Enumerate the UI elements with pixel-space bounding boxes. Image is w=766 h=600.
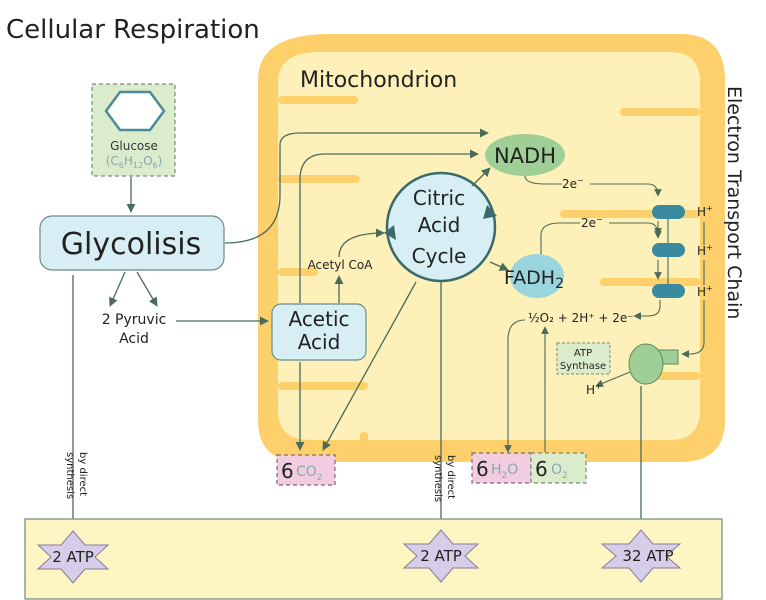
etc-to-oxygen-arrow	[633, 300, 661, 320]
star-icon-left	[36, 530, 110, 584]
co2-coefficient: 6	[281, 459, 294, 483]
acetic-label-line1: Acetic	[288, 307, 349, 331]
citric-acid-cycle-circle	[385, 171, 497, 283]
atp-synthase-icon	[628, 343, 679, 385]
atp-left-label: 2 ATP	[52, 548, 94, 566]
citric-to-co2-arrow	[322, 281, 417, 451]
cycle-arrowhead-left	[384, 225, 396, 240]
fadh-electron-line-a	[540, 222, 580, 254]
nadh-label: NADH	[494, 144, 556, 168]
glycolysis-to-pyruvic-arrow-left	[109, 271, 126, 307]
oxygen-to-water-arrow	[504, 319, 526, 453]
membrane-protein-icon-3	[652, 284, 685, 298]
citric-to-nadh-arrow	[471, 167, 491, 187]
atp-band	[24, 518, 723, 600]
citric-label-line2: Acid	[418, 213, 461, 237]
citric-direct-synthesis-line2: synthesis	[432, 455, 443, 502]
citric-label-line3: Cycle	[412, 244, 467, 268]
citric-label-line1: Citric	[413, 186, 465, 210]
h-plus-to-synthase-arrow	[681, 300, 705, 358]
cycle-arrowhead-right	[483, 205, 497, 219]
pyruvic-label-line1: 2 Pyruvic	[102, 312, 167, 328]
acetyl-coa-label: Acetyl CoA	[308, 258, 374, 272]
o2-box	[530, 452, 587, 484]
citric-direct-synthesis-line1: by direct	[445, 455, 456, 499]
membrane-protein-icon-1	[652, 205, 685, 219]
glycolysis-direct-synthesis-line2: synthesis	[64, 452, 75, 499]
etc-label: Electron Transport Chain	[723, 86, 745, 319]
nadh-electron-line-a	[524, 175, 562, 185]
hexagon-icon	[104, 90, 166, 132]
glycolysis-to-pyruvic-arrow-right	[136, 271, 158, 307]
co2-box	[276, 454, 336, 486]
h-plus-1: H+	[697, 204, 713, 219]
atp-right-label: 32 ATP	[622, 547, 673, 565]
h2o-coefficient: 6	[476, 457, 489, 481]
oxygen-reaction-label: ½O₂ + 2H⁺ + 2e⁻	[528, 311, 634, 325]
acetic-acid-box	[271, 303, 367, 361]
h2o-formula: H2O	[491, 462, 518, 481]
h-plus-3: H+	[697, 284, 713, 299]
acetyl-coa-to-citric-arrow	[338, 228, 385, 258]
atp-synthase-box	[556, 342, 611, 375]
glycolysis-box	[39, 215, 225, 271]
diagram-title: Cellular Respiration	[6, 15, 260, 45]
atp-middle-label: 2 ATP	[420, 547, 462, 565]
nadh-to-etc-arrow	[590, 183, 662, 197]
glucose-formula: (C6H12O6)	[106, 154, 163, 170]
h-plus-2: H+	[697, 243, 713, 258]
glycolysis-to-nadh-arrow	[224, 128, 489, 244]
h2o-box	[471, 452, 532, 484]
atp-synthase-label-line2: Synthase	[560, 361, 606, 372]
atp-synthase-label-line1: ATP	[574, 348, 592, 359]
acetic-to-nadh-arrow	[299, 149, 479, 303]
nadh-2e-label: 2e−	[562, 176, 584, 191]
co2-formula: CO2	[296, 464, 323, 483]
o2-formula: O2	[551, 462, 568, 481]
glucose-label: Glucose	[110, 139, 158, 153]
glycolysis-direct-synthesis-line1: by direct	[77, 452, 88, 496]
fadh-label: FADH2	[504, 267, 564, 292]
synthase-h-plus-arrow	[595, 371, 631, 387]
mitochondrion-label: Mitochondrion	[300, 68, 457, 93]
pyruvic-label-line2: Acid	[119, 331, 149, 347]
glycolysis-label: Glycolisis	[61, 227, 201, 262]
acetic-label-line2: Acid	[298, 330, 341, 354]
fadh-2e-label: 2e−	[581, 215, 603, 230]
fadh-ellipse	[510, 254, 564, 298]
nadh-ellipse	[485, 134, 565, 176]
citric-to-fadh-arrow	[489, 261, 509, 271]
o2-coefficient: 6	[535, 457, 548, 481]
membrane-protein-icon-2	[652, 243, 685, 257]
synthase-h-plus-label: H+	[586, 382, 602, 397]
star-icon-right	[600, 529, 682, 583]
star-icon-middle	[402, 529, 480, 583]
